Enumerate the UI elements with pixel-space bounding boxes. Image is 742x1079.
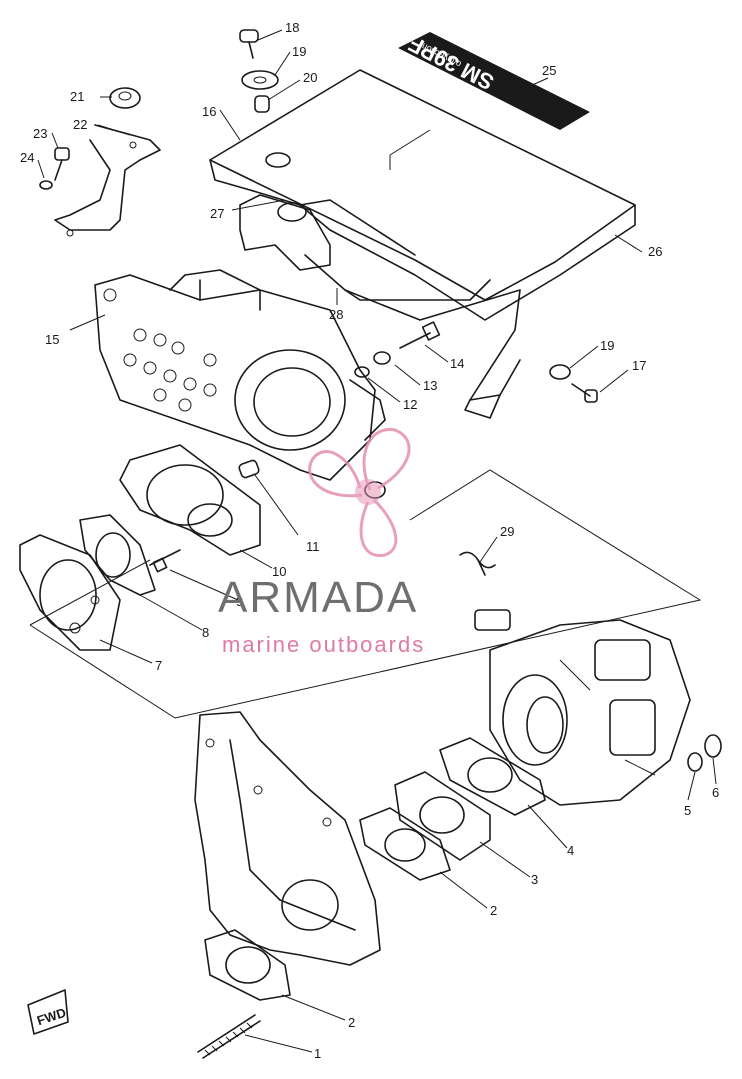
callout-5: 5 (684, 803, 691, 818)
collar-20 (254, 95, 270, 113)
callout-15: 15 (45, 332, 59, 347)
callout-19-top: 19 (292, 44, 306, 59)
carburetor (474, 609, 691, 806)
watermark-subtitle: marine outboards (222, 632, 425, 657)
plate-gasket (119, 444, 261, 556)
callout-27: 27 (210, 206, 224, 221)
stud-1 (197, 1014, 261, 1059)
callout-28: 28 (329, 307, 343, 322)
screw-9 (149, 549, 181, 573)
callout-16: 16 (202, 104, 216, 119)
spacer-3 (394, 771, 491, 861)
gasket-4 (439, 737, 546, 816)
callout-4: 4 (567, 843, 574, 858)
clip-bracket (54, 124, 161, 237)
washer-13 (373, 351, 391, 365)
callout-3: 3 (531, 872, 538, 887)
callout-1: 1 (314, 1046, 321, 1061)
plate-holes (103, 288, 217, 412)
dowel-pin (238, 459, 260, 479)
intake-plate (94, 269, 386, 499)
watermark-title: ARMADA (218, 573, 418, 622)
callout-19-right: 19 (600, 338, 614, 353)
callout-17: 17 (632, 358, 646, 373)
screw-23 (54, 147, 70, 181)
callout-numbers: 1 2 2 3 4 5 6 7 8 9 10 11 12 13 14 15 16… (20, 20, 719, 1061)
callout-21: 21 (70, 89, 84, 104)
fwd-indicator: FWD (27, 989, 69, 1035)
callout-24: 24 (20, 150, 34, 165)
cover-bracket (239, 194, 521, 419)
bolt-14 (399, 321, 441, 349)
callout-12: 12 (403, 397, 417, 412)
callout-25: 25 (542, 63, 556, 78)
propeller-logo-icon (308, 428, 411, 557)
grommet-21 (109, 87, 141, 109)
callout-2-lower: 2 (348, 1015, 355, 1030)
callout-11: 11 (306, 539, 320, 554)
callout-9: 9 (236, 594, 243, 609)
watermark: ARMADA marine outboards (218, 428, 425, 657)
callout-7: 7 (155, 658, 162, 673)
callout-2-upper: 2 (490, 903, 497, 918)
washer-24 (39, 180, 53, 190)
callout-13: 13 (423, 378, 437, 393)
screw-18 (239, 29, 259, 59)
silencer-cover (209, 69, 636, 321)
nut-6 (704, 734, 722, 758)
callout-29: 29 (500, 524, 514, 539)
front-plate (19, 534, 121, 651)
callout-6: 6 (712, 785, 719, 800)
callout-10: 10 (272, 564, 286, 579)
washer-19-top (241, 70, 279, 90)
intake-manifold (194, 711, 381, 966)
washer-19-right (549, 364, 571, 380)
callout-18: 18 (285, 20, 299, 35)
callout-23: 23 (33, 126, 47, 141)
assembly-boundary (29, 469, 702, 719)
callout-14: 14 (450, 356, 464, 371)
washer-5 (687, 752, 703, 772)
decal-label: SM 39PF o/inyection (398, 31, 590, 130)
washer-12 (354, 366, 370, 378)
gasket-2-lower (204, 929, 291, 1001)
callout-8: 8 (202, 625, 209, 640)
callout-20: 20 (303, 70, 317, 85)
screw-17 (571, 383, 598, 403)
front-gasket (79, 514, 156, 596)
gasket-2-upper (359, 807, 451, 881)
fwd-label: FWD (35, 1005, 68, 1028)
leader-lines (37, 29, 717, 1053)
spring-29 (459, 551, 496, 576)
callout-22: 22 (73, 117, 87, 132)
callout-26: 26 (648, 244, 662, 259)
